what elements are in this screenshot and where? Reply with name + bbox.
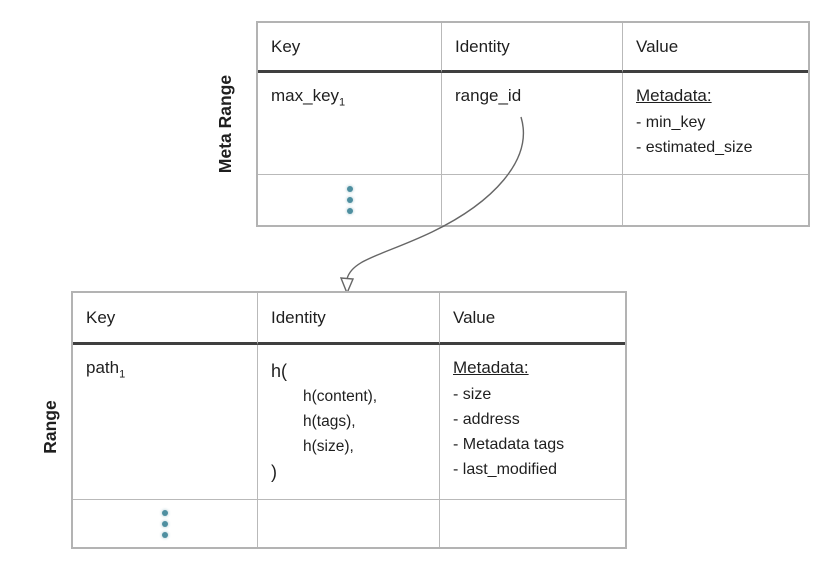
metadata-item: - Metadata tags [453, 436, 565, 453]
range-table-label: Range [40, 400, 60, 454]
vertical-ellipsis-icon [162, 520, 168, 527]
meta-range-header-value: Value [623, 23, 808, 73]
range-cell-value: Metadata: - size - address - Metadata ta… [440, 345, 625, 500]
header-label: Key [271, 36, 301, 56]
range-more-rows-cell [73, 500, 258, 547]
vertical-ellipsis-icon [346, 208, 353, 214]
range-empty-cell [440, 500, 625, 547]
meta-range-header-key: Key [258, 23, 442, 73]
vertical-ellipsis-icon [346, 186, 353, 192]
range-table: Key Identity Value path1 h( h(content), … [71, 291, 627, 549]
metadata-item: - last_modified [453, 461, 558, 478]
hash-arg: h(tags), [303, 413, 356, 430]
metadata-heading: Metadata: [453, 358, 529, 377]
hash-close: ) [271, 462, 277, 482]
identity-value: range_id [455, 86, 522, 105]
metadata-item: - address [453, 411, 520, 428]
meta-range-header-identity: Identity [442, 23, 623, 73]
meta-range-cell-key: max_key1 [258, 73, 442, 175]
metadata-heading: Metadata: [636, 86, 712, 105]
range-cell-identity: h( h(content), h(tags), h(size), ) [258, 345, 440, 500]
header-label: Key [86, 307, 116, 327]
range-empty-cell [258, 500, 440, 547]
metadata-item: - min_key [636, 114, 706, 131]
key-subscript: 1 [339, 96, 346, 109]
header-label: Value [453, 307, 496, 327]
metadata-item: - size [453, 386, 492, 403]
hash-open: h( [271, 361, 288, 381]
key-name: path [86, 358, 120, 377]
header-label: Identity [271, 307, 326, 327]
metadata-item: - estimated_size [636, 139, 753, 156]
range-cell-key: path1 [73, 345, 258, 500]
meta-range-cell-value: Metadata: - min_key - estimated_size [623, 73, 808, 175]
vertical-ellipsis-icon [162, 509, 168, 516]
meta-range-empty-cell [623, 175, 808, 225]
metadata-list: - size - address - Metadata tags - last_… [453, 382, 625, 482]
key-name: max_key [271, 86, 340, 105]
hash-arg: h(size), [303, 438, 354, 455]
meta-range-empty-cell [442, 175, 623, 225]
range-header-key: Key [73, 293, 258, 345]
meta-range-table: Key Identity Value max_key1 range_id Met… [256, 21, 810, 227]
meta-range-cell-identity: range_id [442, 73, 623, 175]
vertical-ellipsis-icon [346, 197, 353, 203]
hash-args: h(content), h(tags), h(size), [303, 384, 439, 459]
vertical-ellipsis-icon [162, 531, 168, 538]
meta-range-table-label: Meta Range [215, 74, 235, 174]
header-label: Value [636, 36, 679, 56]
range-header-identity: Identity [258, 293, 440, 345]
key-subscript: 1 [119, 368, 126, 381]
metadata-list: - min_key - estimated_size [636, 110, 808, 160]
hash-expression: h( h(content), h(tags), h(size), ) [271, 358, 439, 485]
hash-arg: h(content), [303, 388, 378, 405]
range-header-value: Value [440, 293, 625, 345]
meta-range-more-rows-cell [258, 175, 442, 225]
header-label: Identity [455, 36, 510, 56]
